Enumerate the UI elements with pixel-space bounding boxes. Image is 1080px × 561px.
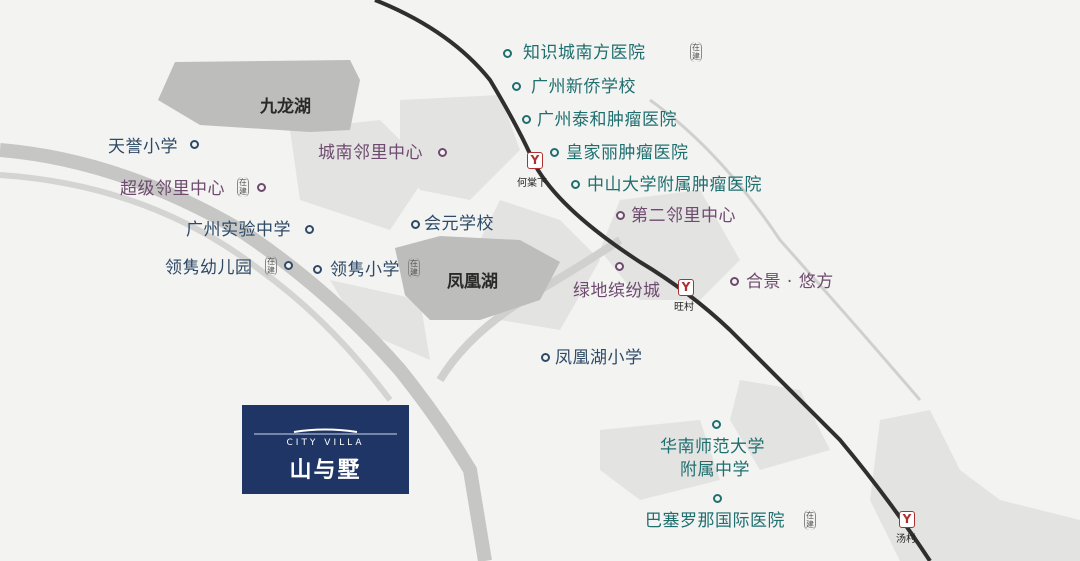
poi-label[interactable]: 皇家丽肿瘤医院 xyxy=(566,143,689,163)
metro-station-label: 旺村 xyxy=(674,302,694,313)
poi-label[interactable]: 中山大学附属肿瘤医院 xyxy=(587,175,762,195)
metro-station-label: 何棠下 xyxy=(517,178,547,189)
under-construction-tag: 在建 xyxy=(804,510,816,530)
poi-label[interactable]: 城南邻里中心 xyxy=(318,143,423,163)
poi-label[interactable]: 巴塞罗那国际医院 xyxy=(645,511,785,531)
poi-dot xyxy=(541,353,550,362)
poi-label[interactable]: 第二邻里中心 xyxy=(631,206,736,226)
poi-label[interactable]: 天誉小学 xyxy=(108,137,178,157)
poi-label[interactable]: 知识城南方医院 xyxy=(523,43,646,63)
poi-dot xyxy=(284,261,293,270)
under-construction-tag: 在建 xyxy=(408,258,420,278)
poi-dot xyxy=(616,211,625,220)
poi-label[interactable]: 绿地缤纷城 xyxy=(573,281,661,301)
poi-label[interactable]: 广州泰和肿瘤医院 xyxy=(537,110,677,130)
metro-station-label: 汤村 xyxy=(896,534,916,545)
poi-dot xyxy=(190,140,199,149)
roof-icon xyxy=(254,428,397,435)
poi-dot xyxy=(438,148,447,157)
poi-label[interactable]: 领隽幼儿园 xyxy=(165,258,253,278)
poi-label[interactable]: 超级邻里中心 xyxy=(120,179,225,199)
poi-dot xyxy=(411,220,420,229)
project-logo: CITY VILLA 山与墅 xyxy=(242,405,409,494)
poi-label[interactable]: 广州新侨学校 xyxy=(531,77,636,97)
poi-label[interactable]: 华南师范大学 xyxy=(660,437,765,457)
metro-icon[interactable]: Y xyxy=(678,279,694,296)
under-construction-tag: 在建 xyxy=(690,42,702,62)
poi-label[interactable]: 合景 · 悠方 xyxy=(746,272,834,292)
poi-label[interactable]: 领隽小学 xyxy=(330,260,400,280)
logo-english: CITY VILLA xyxy=(286,438,365,448)
metro-icon[interactable]: Y xyxy=(899,511,915,528)
poi-dot xyxy=(305,225,314,234)
poi-dot xyxy=(522,115,531,124)
poi-dot xyxy=(730,277,739,286)
poi-dot xyxy=(503,49,512,58)
under-construction-tag: 在建 xyxy=(265,256,277,276)
poi-dot xyxy=(571,180,580,189)
poi-dot xyxy=(713,494,722,503)
poi-dot xyxy=(313,265,322,274)
lake-label-jiulong: 九龙湖 xyxy=(260,97,311,117)
metro-icon[interactable]: Y xyxy=(527,152,543,169)
poi-dot xyxy=(512,82,521,91)
logo-chinese: 山与墅 xyxy=(289,457,362,483)
poi-dot xyxy=(615,262,624,271)
poi-dot xyxy=(257,183,266,192)
poi-label[interactable]: 广州实验中学 xyxy=(186,220,291,240)
poi-dot xyxy=(712,420,721,429)
poi-label[interactable]: 凤凰湖小学 xyxy=(555,348,643,368)
poi-dot xyxy=(550,148,559,157)
poi-label[interactable]: 会元学校 xyxy=(424,214,494,234)
poi-label-line2[interactable]: 附属中学 xyxy=(680,460,750,480)
lake-label-fenghuang: 凤凰湖 xyxy=(447,272,498,292)
under-construction-tag: 在建 xyxy=(237,177,249,197)
